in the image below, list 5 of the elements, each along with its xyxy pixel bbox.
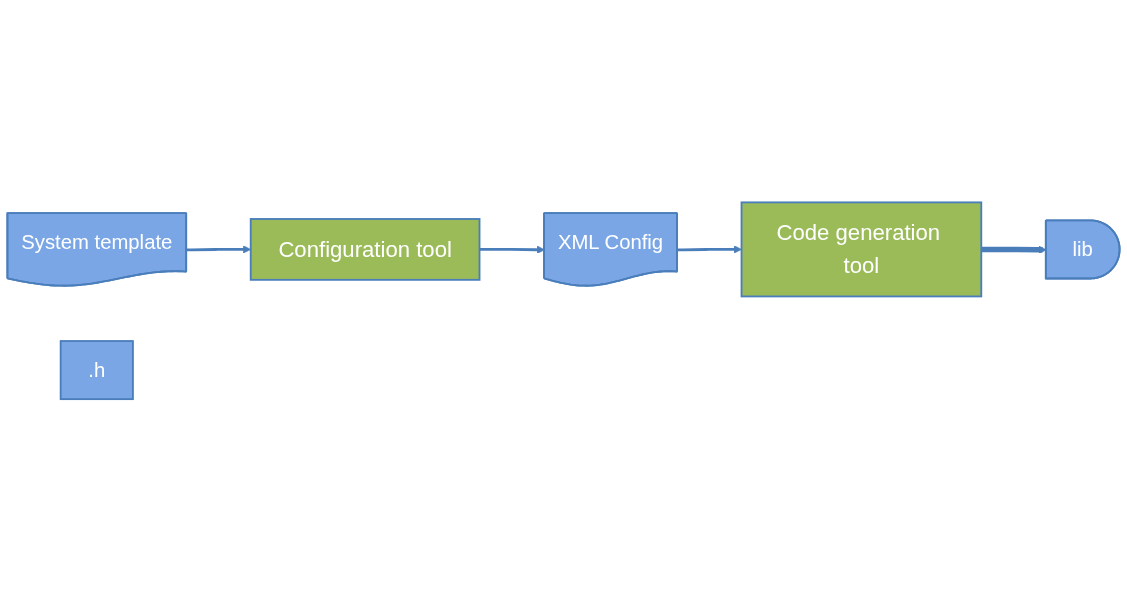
arrow [479,245,545,255]
node-box: Configuration tool [249,218,481,281]
node-box: .h [59,340,134,401]
arrow [677,245,742,254]
node-box: Code generation tool [740,201,983,298]
